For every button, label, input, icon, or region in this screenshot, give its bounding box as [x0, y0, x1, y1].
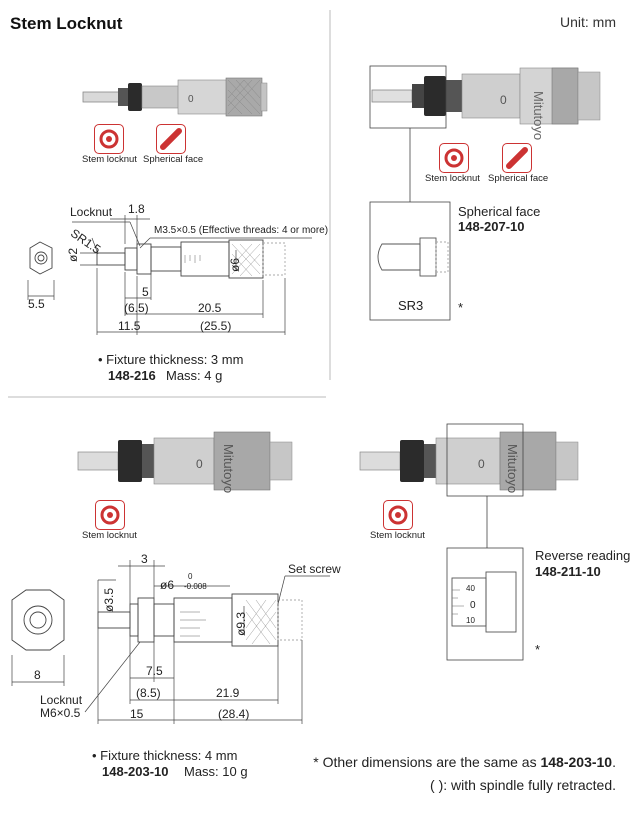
dim-7-5: 7.5 [146, 664, 163, 678]
spherical-face-icon [156, 124, 186, 154]
stem-locknut-icon-label-4: Stem locknut [370, 530, 425, 541]
dim-15: 15 [130, 707, 144, 721]
stem-locknut-icon [94, 124, 124, 154]
dim-11-5: 11.5 [118, 319, 141, 333]
footer-note-model: 148-203-10 [540, 754, 613, 770]
dim-25-5: (25.5) [200, 319, 232, 333]
svg-text:0: 0 [188, 94, 194, 105]
thread-spec: M3.5×0.5 (Effective threads: 4 or more) [154, 225, 329, 236]
reverse-reading-title: Reverse reading [535, 548, 631, 563]
footer-retracted-note: ( ): with spindle fully retracted. [430, 777, 616, 793]
locknut-label: Locknut [70, 205, 113, 219]
footer-note-suffix: . [612, 754, 616, 770]
sr3-label: SR3 [398, 298, 424, 313]
model-148-211-10: 148-211-10 [535, 564, 601, 579]
fixture-thickness-1: • Fixture thickness: 3 mm [98, 352, 244, 367]
stem-locknut-icon-4 [383, 500, 413, 530]
locknut-thread-m6: M6×0.5 [40, 706, 81, 720]
asterisk-4: * [535, 642, 541, 657]
dim-8: 8 [34, 668, 41, 682]
spherical-face-icon-label: Spherical face [143, 154, 204, 165]
asterisk-2: * [458, 300, 464, 315]
dim-1-8: 1.8 [128, 202, 145, 216]
svg-text:Mitutoyo: Mitutoyo [505, 444, 520, 493]
reverse-scale-10: 10 [466, 616, 475, 625]
svg-text:0: 0 [500, 93, 507, 107]
page-title: Stem Locknut [10, 14, 123, 33]
stem-locknut-icon-label: Stem locknut [82, 154, 137, 165]
reverse-scale-40: 40 [466, 584, 475, 593]
stem-locknut-icon-label-3: Stem locknut [82, 530, 137, 541]
tolerance-upper: 0 [188, 572, 193, 581]
dim-20-5: 20.5 [198, 301, 222, 315]
dim-phi6-b: ø6 [160, 578, 175, 592]
model-148-207-10: 148-207-10 [458, 219, 525, 234]
set-screw-label: Set screw [288, 562, 341, 576]
mass-3: Mass: 10 g [184, 764, 248, 779]
fixture-thickness-3: • Fixture thickness: 4 mm [92, 748, 238, 763]
dim-5-5: 5.5 [28, 297, 45, 311]
footer-note: * Other dimensions are the same as 148-2… [313, 754, 616, 770]
svg-text:Mitutoyo: Mitutoyo [221, 444, 236, 493]
stem-locknut-icon-3 [95, 500, 125, 530]
dim-6-5: (6.5) [124, 301, 149, 315]
dim-28-4: (28.4) [218, 707, 250, 721]
svg-text:Mitutoyo: Mitutoyo [531, 91, 546, 140]
reverse-scale-0: 0 [470, 600, 476, 611]
tolerance-lower: -0.008 [184, 582, 207, 591]
dim-8-5: (8.5) [136, 686, 161, 700]
model-148-216: 148-216 [108, 368, 156, 383]
dim-21-9: 21.9 [216, 686, 240, 700]
dim-5: 5 [142, 285, 149, 299]
spherical-face-icon-label-2: Spherical face [488, 173, 549, 184]
unit-label: Unit: mm [560, 14, 616, 30]
locknut-label-3: Locknut [40, 693, 83, 707]
stem-locknut-icon-label-2: Stem locknut [425, 173, 480, 184]
spherical-face-title: Spherical face [458, 204, 541, 219]
spherical-face-icon-2 [502, 143, 532, 173]
stem-locknut-icon-2 [439, 143, 469, 173]
mass-1: Mass: 4 g [166, 368, 223, 383]
svg-text:0: 0 [478, 457, 485, 471]
dim-3: 3 [141, 552, 148, 566]
footer-note-prefix: * Other dimensions are the same as [313, 754, 541, 770]
svg-text:0: 0 [196, 457, 203, 471]
model-148-203-10: 148-203-10 [102, 764, 169, 779]
